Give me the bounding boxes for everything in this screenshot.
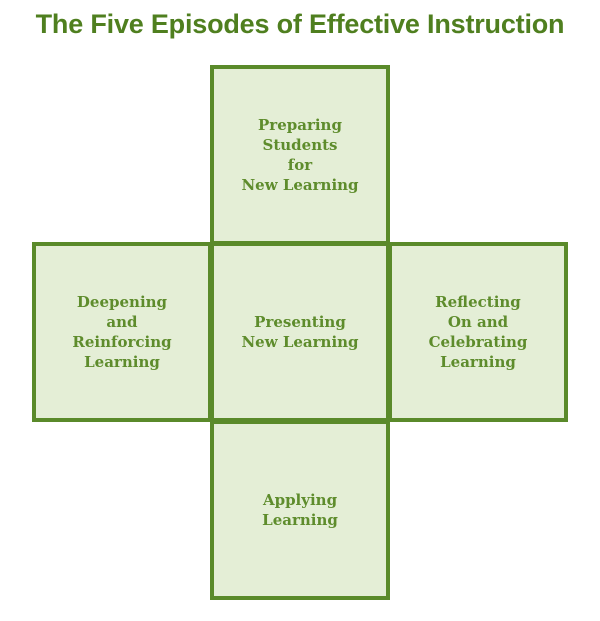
episode-box-reflecting: Reflecting On and Celebrating Learning xyxy=(388,242,568,422)
episode-label-preparing: Preparing Students for New Learning xyxy=(241,116,359,194)
episode-box-deepening: Deepening and Reinforcing Learning xyxy=(32,242,212,422)
episode-label-reflecting: Reflecting On and Celebrating Learning xyxy=(428,293,528,371)
episode-label-applying: Applying Learning xyxy=(262,491,338,529)
episode-box-presenting: Presenting New Learning xyxy=(210,242,390,422)
episode-label-presenting: Presenting New Learning xyxy=(241,313,359,351)
page-title: The Five Episodes of Effective Instructi… xyxy=(35,9,565,39)
episode-box-preparing: Preparing Students for New Learning xyxy=(210,65,390,245)
episode-box-applying: Applying Learning xyxy=(210,420,390,600)
episode-label-deepening: Deepening and Reinforcing Learning xyxy=(72,293,172,371)
